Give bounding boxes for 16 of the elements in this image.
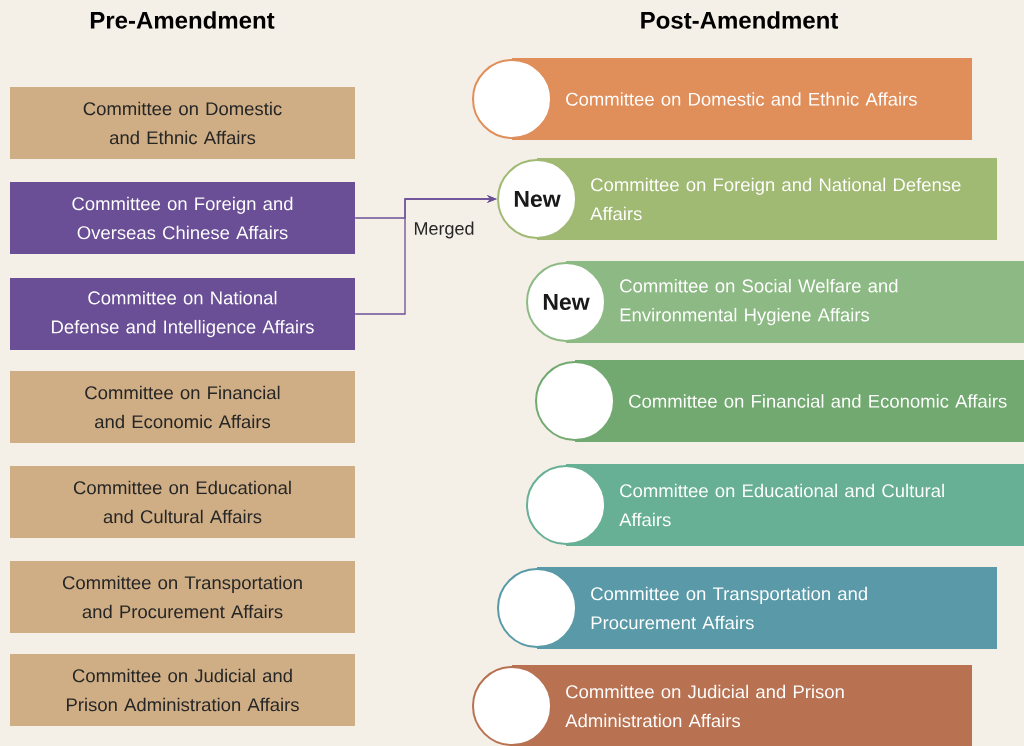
- committee-bar: New Committee on Foreign and National Defense Affairs: [497, 158, 997, 240]
- committee-box: Committee on National Defense and Intelligence Affairs: [10, 278, 355, 350]
- committee-box: Committee on Judicial and Prison Administration Affairs: [10, 654, 355, 726]
- committee-bar: Committee on Judicial and Prison Administration Affairs: [472, 665, 972, 746]
- committee-bar: Committee on Transportation and Procurement Affairs: [497, 567, 997, 649]
- committee-bar: Committee on Educational and Cultural Affairs: [526, 464, 1024, 546]
- committee-box: Committee on Domestic and Ethnic Affairs: [10, 87, 355, 159]
- committee-bar: New Committee on Social Welfare and Environmental Hygiene Affairs: [526, 261, 1024, 343]
- committee-box: Committee on Transportation and Procurement Affairs: [10, 561, 355, 633]
- column-heading: Pre-Amendment: [90, 11, 275, 29]
- committee-bar: Committee on Financial and Economic Affairs: [535, 360, 1024, 442]
- committee-bar: Committee on Domestic and Ethnic Affairs: [472, 58, 972, 140]
- column-heading: Post-Amendment: [641, 11, 839, 29]
- committee-box: Committee on Educational and Cultural Affairs: [10, 466, 355, 538]
- committee-box: Committee on Foreign and Overseas Chinese Affairs: [10, 182, 355, 254]
- committee-box: Committee on Financial and Economic Affairs: [10, 371, 355, 443]
